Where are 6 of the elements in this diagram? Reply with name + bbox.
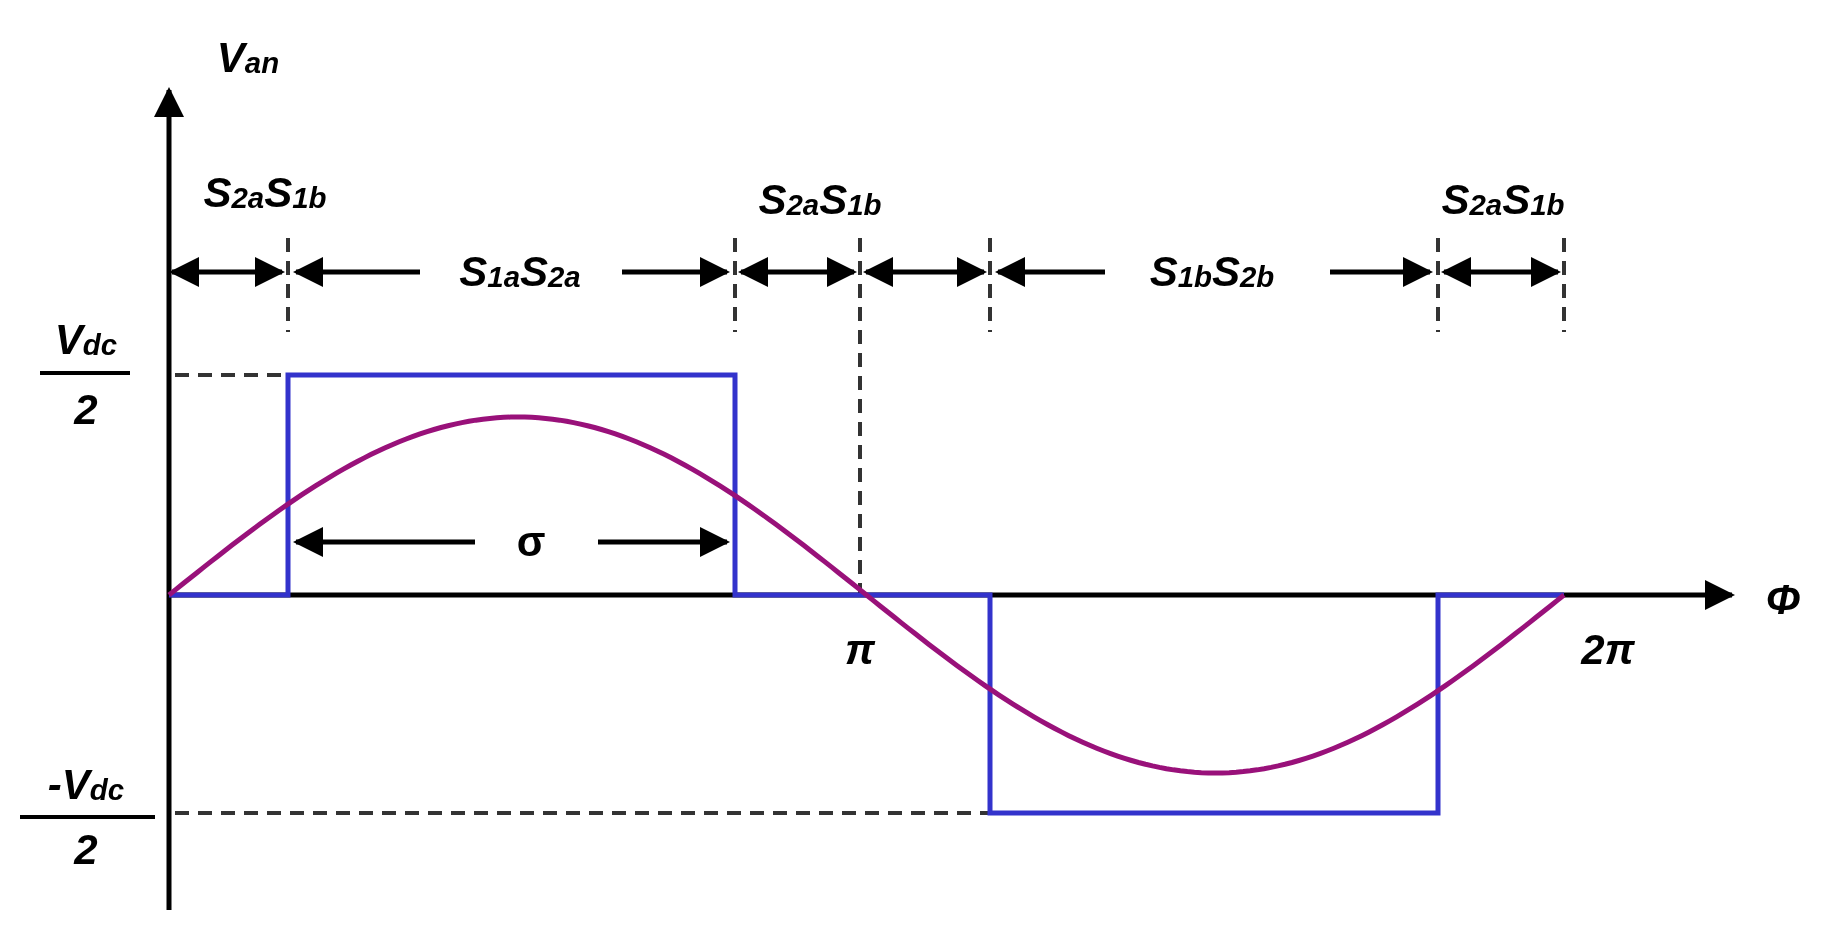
axis-tick-label: 2 [74, 389, 98, 431]
axis-tick-label: 2π [1581, 629, 1635, 671]
axis-tick-label: 2 [74, 829, 98, 871]
angle-label: σ [516, 521, 546, 563]
axis-tick-label: π [845, 629, 875, 671]
axis-label: Φ [1765, 579, 1801, 621]
